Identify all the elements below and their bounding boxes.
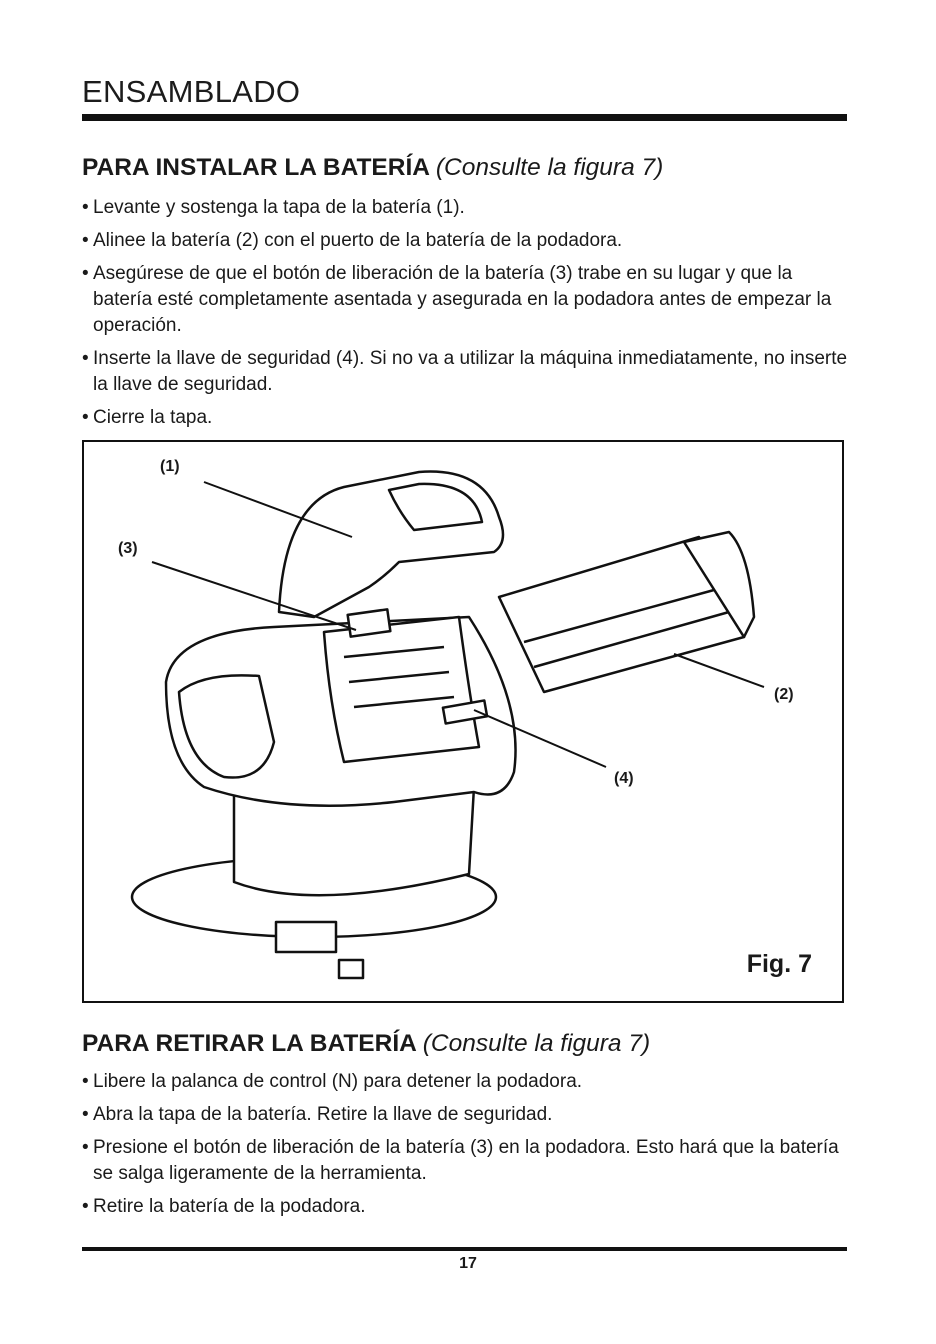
- trimmer-lower-body: [232, 785, 476, 897]
- trimmer-battery-illustration: [130, 470, 765, 980]
- remove-step-4: Retire la batería de la podadora.: [82, 1194, 852, 1220]
- callout-4-line: [473, 709, 607, 768]
- remove-heading: PARA RETIRAR LA BATERÍA (Consulte la fig…: [82, 1030, 650, 1058]
- figure-7: (1) (2) (3) (4) Fig. 7: [82, 440, 844, 1003]
- page-number: 17: [459, 1255, 477, 1272]
- port-rib: [353, 695, 455, 709]
- callout-2-line: [673, 653, 765, 688]
- battery-port: [322, 615, 481, 764]
- remove-heading-text: PARA RETIRAR LA BATERÍA: [82, 1030, 416, 1057]
- page-title: ENSAMBLADO: [82, 74, 301, 109]
- remove-step-2: Abra la tapa de la batería. Retire la ll…: [82, 1102, 852, 1128]
- lid-handle: [387, 482, 484, 532]
- install-step-1: Levante y sostenga la tapa de la batería…: [82, 195, 852, 221]
- install-heading-text: PARA INSTALAR LA BATERÍA: [82, 154, 430, 181]
- port-rib: [348, 670, 450, 684]
- callout-3: (3): [118, 540, 138, 557]
- figure-label: Fig. 7: [746, 950, 812, 978]
- port-rib: [343, 645, 445, 659]
- remove-step-3: Presione el botón de liberación de la ba…: [82, 1135, 852, 1187]
- side-vent-panel: [177, 674, 276, 779]
- header-rule: [82, 114, 847, 121]
- remove-heading-ref: (Consulte la figura 7): [422, 1030, 651, 1057]
- callout-4: (4): [614, 770, 634, 787]
- install-step-5: Cierre la tapa.: [82, 405, 852, 431]
- remove-step-1: Libere la palanca de control (N) para de…: [82, 1069, 852, 1095]
- install-steps: Levante y sostenga la tapa de la batería…: [82, 195, 852, 438]
- trimmer-shaft: [274, 920, 338, 954]
- battery-groove: [523, 588, 715, 644]
- install-heading: PARA INSTALAR LA BATERÍA (Consulte la fi…: [82, 154, 663, 182]
- battery-end-cap: [682, 530, 756, 639]
- safety-key: [441, 699, 489, 725]
- release-button: [346, 608, 392, 638]
- footer-rule: [82, 1247, 847, 1251]
- callout-1: (1): [160, 458, 180, 475]
- callout-2: (2): [774, 686, 794, 703]
- battery-groove: [533, 610, 730, 669]
- callout-3-line: [151, 561, 357, 631]
- install-heading-ref: (Consulte la figura 7): [435, 154, 664, 181]
- install-step-3: Asegúrese de que el botón de liberación …: [82, 261, 852, 339]
- remove-steps: Libere la palanca de control (N) para de…: [82, 1069, 852, 1227]
- install-step-2: Alinee la batería (2) con el puerto de l…: [82, 228, 852, 254]
- callout-1-line: [203, 481, 353, 538]
- install-step-4: Inserte la llave de seguridad (4). Si no…: [82, 346, 852, 398]
- trimmer-shaft-tip: [337, 958, 365, 980]
